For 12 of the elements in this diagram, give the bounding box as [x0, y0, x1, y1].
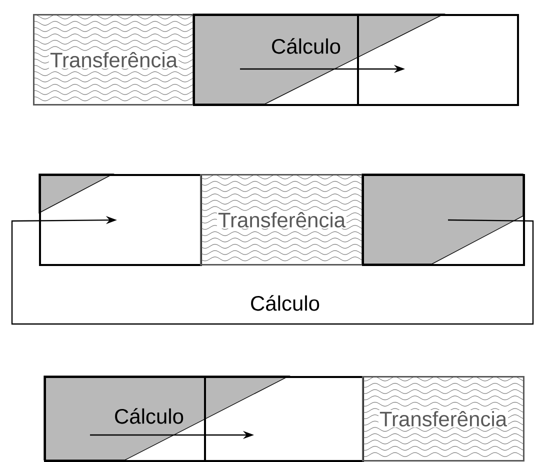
- wavy-box: Transferência: [33, 14, 194, 106]
- buffer-box: [44, 376, 206, 462]
- edge-label: Cálculo: [248, 294, 322, 312]
- edge-label: Cálculo: [112, 407, 186, 425]
- edge-label: Cálculo: [270, 37, 342, 55]
- wavy-box: Transferência: [362, 376, 524, 462]
- buffer-box: [39, 174, 202, 266]
- wavy-box: Transferência: [200, 174, 364, 266]
- buffer-box: [193, 14, 359, 106]
- buffer-box: [204, 376, 364, 462]
- arrow: [11, 216, 534, 325]
- buffer-box: [357, 14, 519, 106]
